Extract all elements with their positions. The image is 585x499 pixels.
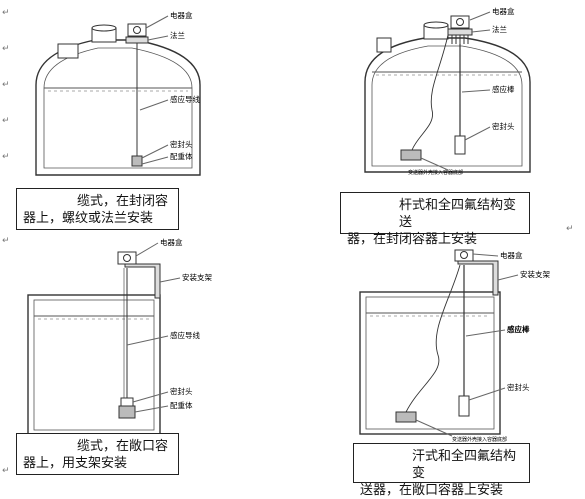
signal-cable bbox=[405, 264, 461, 413]
panel-closed-rod: 电器盒 法兰 感应棒 密封头 变送器外壳接入容器底部 bbox=[364, 6, 531, 176]
paragraph-mark: ↵ bbox=[2, 8, 10, 18]
label-sensing-rod: 感应棒 bbox=[492, 84, 515, 94]
electrical-box bbox=[450, 15, 470, 29]
vessel-body bbox=[364, 37, 531, 173]
caption-line-1: 缆式，在封闭容 bbox=[77, 194, 169, 209]
caption-closed-cable: 缆式，在封闭容 器上，螺纹或法兰安装 bbox=[16, 188, 179, 230]
vessel-inner-wall bbox=[43, 47, 193, 169]
counterweight bbox=[131, 155, 143, 167]
paragraph-mark: ↵ bbox=[2, 80, 10, 90]
label-sealing-head: 密封头 bbox=[170, 386, 193, 396]
diagram-canvas: 电器盒 法兰 感应导线 密封头 配重体 电器盒 法兰 感应棒 密封头 bbox=[27, 6, 550, 443]
sealing-head bbox=[458, 395, 470, 417]
paragraph-mark: ↵ bbox=[566, 224, 574, 234]
transmitter-housing bbox=[400, 149, 422, 161]
label-electrical-box: 电器盒 bbox=[160, 237, 183, 247]
vessel-inner-wall bbox=[371, 45, 523, 167]
label-electrical-box: 电器盒 bbox=[492, 6, 515, 16]
label-sensing-wire: 感应导线 bbox=[170, 330, 200, 340]
panel-open-cable: 电器盒 安装支架 感应导线 密封头 配重体 bbox=[27, 237, 212, 436]
caption-line-2: 器，在封闭容器上安装 bbox=[347, 232, 478, 247]
caption-line-1: 杆式和全四氟结构变送 bbox=[399, 198, 517, 230]
side-nozzle bbox=[57, 43, 79, 59]
paragraph-mark: ↵ bbox=[2, 152, 10, 162]
caption-line-1: 缆式，在敞口容 bbox=[77, 439, 169, 454]
sealing-head bbox=[120, 397, 134, 407]
label-sensing-rod: 感应棒 bbox=[507, 324, 530, 334]
caption-closed-rod: 杆式和全四氟结构变送 器，在封闭容器上安装 bbox=[340, 192, 530, 247]
label-counterweight: 配重体 bbox=[170, 400, 193, 410]
flange bbox=[125, 36, 149, 44]
label-sensing-wire: 感应导线 bbox=[170, 94, 200, 104]
side-nozzle bbox=[376, 37, 392, 53]
paragraph-mark: ↵ bbox=[2, 44, 10, 54]
transmitter-housing bbox=[395, 411, 417, 423]
caption-line-2: 器上，螺纹或法兰安装 bbox=[23, 211, 154, 226]
paragraph-mark: ↵ bbox=[2, 466, 10, 476]
vessel-inner bbox=[365, 296, 495, 430]
signal-cable bbox=[411, 34, 449, 151]
label-sealing-head: 密封头 bbox=[492, 121, 515, 131]
electrical-box bbox=[127, 23, 147, 37]
paragraph-mark: ↵ bbox=[2, 236, 10, 246]
label-install-bracket: 安装支架 bbox=[520, 269, 550, 279]
label-electrical-box: 电器盒 bbox=[500, 250, 523, 260]
label-install-bracket: 安装支架 bbox=[182, 272, 212, 282]
label-flange: 法兰 bbox=[170, 30, 185, 40]
vessel-inner bbox=[33, 299, 155, 431]
vessel-outer bbox=[359, 291, 501, 435]
caption-line-1: 汗式和全四氟结构变 bbox=[412, 449, 517, 481]
label-sealing-head: 密封头 bbox=[170, 139, 193, 149]
label-electrical-box: 电器盒 bbox=[170, 10, 193, 20]
caption-open-cable: 缆式，在敞口容 器上，用支架安装 bbox=[16, 433, 179, 475]
panel-open-rod: 电器盒 安装支架 感应棒 密封头 变送器外壳接入容器底部 bbox=[359, 249, 550, 443]
caption-line-2: 器上，用支架安装 bbox=[23, 456, 128, 471]
label-transmitter-note: 变送器外壳接入容器底部 bbox=[408, 169, 463, 176]
label-flange: 法兰 bbox=[492, 24, 507, 34]
panel-closed-cable: 电器盒 法兰 感应导线 密封头 配重体 bbox=[35, 10, 201, 176]
electrical-box bbox=[117, 251, 137, 265]
label-transmitter-note: 变送器外壳接入容器底部 bbox=[452, 436, 507, 443]
caption-open-rod: 汗式和全四氟结构变 送器，在敞口容器上安装 bbox=[353, 443, 530, 498]
flange bbox=[447, 28, 473, 36]
counterweight bbox=[118, 405, 136, 419]
install-bracket bbox=[124, 263, 161, 299]
label-sealing-head: 密封头 bbox=[507, 382, 530, 392]
electrical-box bbox=[454, 249, 474, 262]
label-counterweight: 配重体 bbox=[170, 151, 193, 161]
sealing-head bbox=[454, 135, 466, 155]
paragraph-mark: ↵ bbox=[2, 116, 10, 126]
